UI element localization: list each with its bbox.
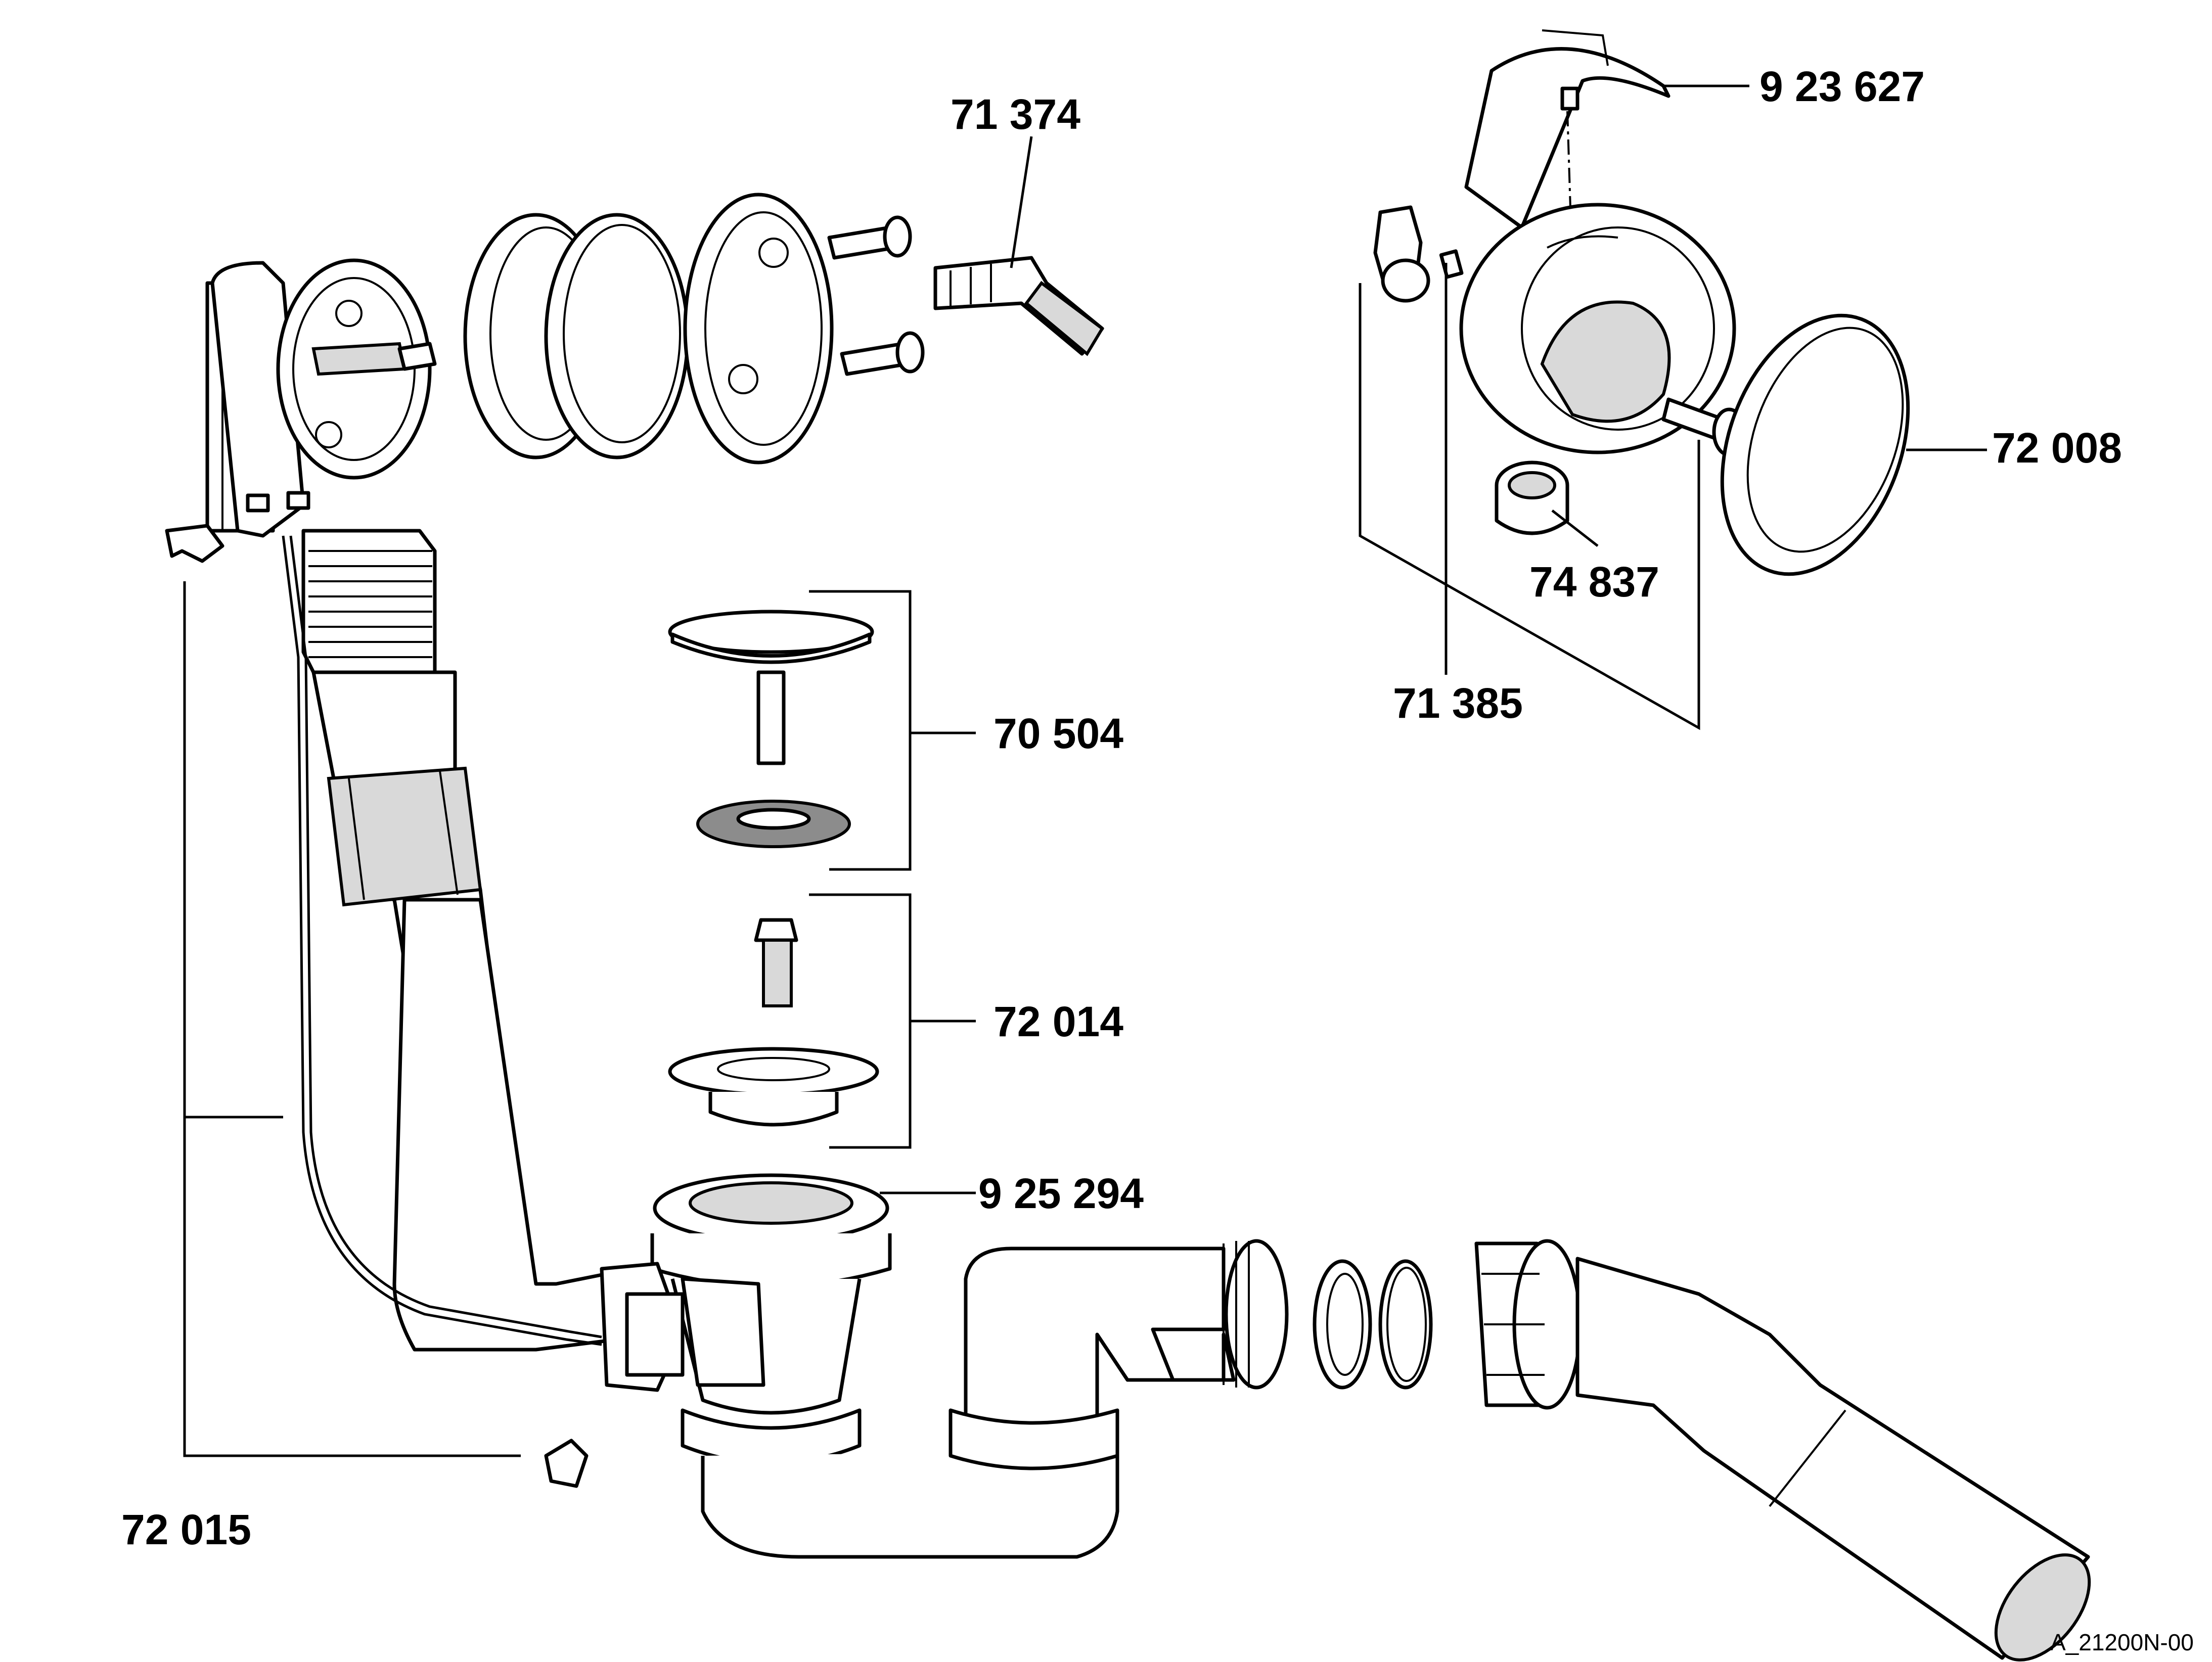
label-71385: 71 385 [1393,679,1523,727]
overflow-corrugated-hose [301,529,437,674]
label-70504: 70 504 [994,710,1123,757]
label-74837: 74 837 [1529,558,1659,606]
seal-ring-small [1313,1259,1372,1390]
union-nut [1474,1239,1582,1410]
part-74837-nut [1495,460,1569,535]
part-923627-spring-clip [1464,29,1671,229]
threaded-spigot [1223,1239,1289,1390]
part-71374-connector [933,256,1104,356]
o-ring-small [1378,1259,1433,1390]
o-ring [544,213,690,459]
label-925294: 9 25 294 [978,1170,1144,1217]
trap-elbow [949,1246,1236,1470]
part-72014-bolt-set [668,918,879,1127]
part-925294-waste-body [650,1173,1119,1559]
screw-upper [827,215,912,260]
lever-bracket [1373,205,1430,303]
label-72015: 72 015 [121,1506,251,1553]
part-72008-cap [1720,313,1910,576]
cable-clip-lower [544,1439,589,1488]
bowden-cable [282,535,602,1346]
cable-clip-upper [165,524,224,563]
screw-lower [840,331,925,376]
label-71374: 71 374 [951,90,1080,138]
part-70504-plug-set [668,610,874,848]
leader-lines [183,84,1987,1457]
overflow-plate [683,193,834,465]
part-71385-set-screw [1439,249,1464,279]
operating-head-housing [1459,203,1736,454]
label-72008: 72 008 [1992,424,2122,472]
overflow-elbow-body [205,258,437,538]
drain-outlet-bend [1575,1257,2091,1661]
overflow-pipe [311,670,619,1352]
cable-housing [600,1262,765,1392]
label-72014: 72 014 [994,998,1123,1045]
drawing-reference: A_21200N-00 [2050,1629,2194,1655]
label-923627: 9 23 627 [1759,63,1925,110]
